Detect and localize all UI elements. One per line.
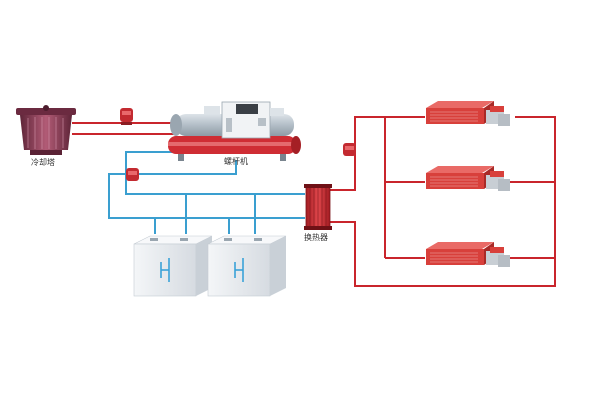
screw-chiller-label: 螺杆机: [224, 157, 248, 166]
fan-coil-unit-1: [426, 101, 510, 126]
chilled-water-pipes: [108, 151, 305, 234]
storage-tank-1: [133, 235, 213, 297]
cooling-tower: [16, 105, 76, 155]
pump-tower-line: [120, 108, 133, 125]
cooling-tower-label: 冷却塔: [31, 158, 55, 167]
heat-exchanger-label: 换热器: [304, 233, 328, 242]
fan-coil-unit-3: [426, 242, 510, 267]
pump-fan-coil-line: [343, 143, 356, 156]
tank-mark-icon: [160, 258, 170, 282]
screw-chiller: [168, 101, 301, 161]
plate-heat-exchanger: [304, 184, 332, 230]
tank-mark-icon: [234, 258, 244, 282]
fan-coil-unit-2: [426, 166, 510, 191]
storage-tank-2: [207, 235, 287, 297]
pump-chilled-water: [126, 168, 139, 181]
